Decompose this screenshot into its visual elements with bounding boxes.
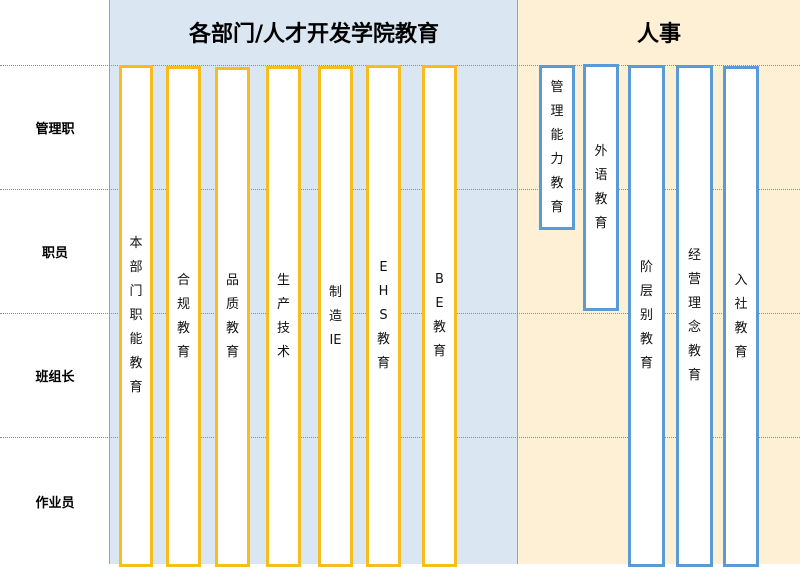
course-bar-onboarding: 入社教育 — [723, 66, 759, 567]
course-bar-manufacturing-ie: 制造IE — [318, 66, 353, 567]
course-label: 经营理念教育 — [687, 248, 701, 383]
course-label: 制造IE — [328, 284, 342, 348]
hr-header: 人事 — [636, 22, 681, 47]
course-bar-business-philosophy: 经营理念教育 — [676, 65, 713, 567]
course-label: 管理能力教育 — [550, 79, 564, 215]
row-label-management: 管理职 — [35, 122, 75, 137]
course-label: BE教育 — [432, 272, 446, 359]
course-bar-production-tech: 生产技术 — [266, 66, 301, 567]
course-bar-dept-function: 本部门职能教育 — [119, 65, 153, 567]
row-label-team-leader: 班组长 — [35, 370, 75, 385]
course-bar-foreign-language: 外语教育 — [583, 64, 619, 311]
dept-header: 各部门/人才开发学院教育 — [188, 22, 440, 47]
course-bar-management-skills: 管理能力教育 — [539, 65, 575, 230]
row-label-staff: 职员 — [41, 246, 68, 261]
course-label: 合规教育 — [176, 272, 190, 360]
course-bar-level-based: 阶层别教育 — [628, 65, 665, 567]
course-label: EHS教育 — [376, 260, 390, 371]
row-label-operator: 作业员 — [35, 495, 75, 511]
course-bar-compliance: 合规教育 — [166, 66, 201, 567]
course-label: 外语教育 — [594, 143, 608, 231]
course-bar-be: BE教育 — [422, 65, 457, 567]
row-label-column — [0, 0, 110, 564]
course-label: 阶层别教育 — [639, 260, 653, 371]
course-label: 本部门职能教育 — [129, 236, 143, 395]
course-bar-ehs: EHS教育 — [366, 65, 401, 567]
course-bar-quality: 品质教育 — [215, 67, 250, 567]
course-label: 品质教育 — [225, 273, 239, 360]
course-label: 入社教育 — [734, 272, 748, 360]
course-label: 生产技术 — [276, 272, 290, 360]
